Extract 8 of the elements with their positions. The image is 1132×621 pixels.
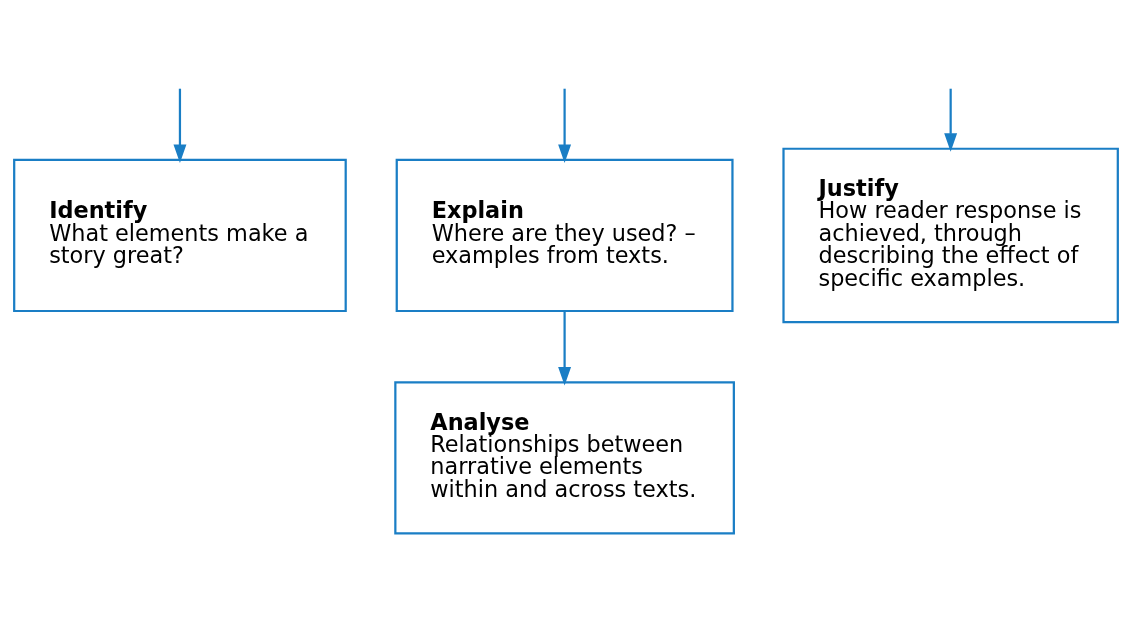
node-box: Analyse Relationships between narrative elements within and across texts. (394, 381, 735, 535)
node-box: Identify What elements make a story great? (13, 158, 347, 313)
arrow (558, 311, 572, 386)
arrow (173, 88, 187, 164)
node-box: Explain Where are they used? – examples from texts. (395, 158, 734, 313)
arrow (558, 88, 572, 164)
node-box: Justify How reader response is achieved, through describing the effect of specific examples. (782, 147, 1119, 324)
arrow (944, 88, 958, 152)
